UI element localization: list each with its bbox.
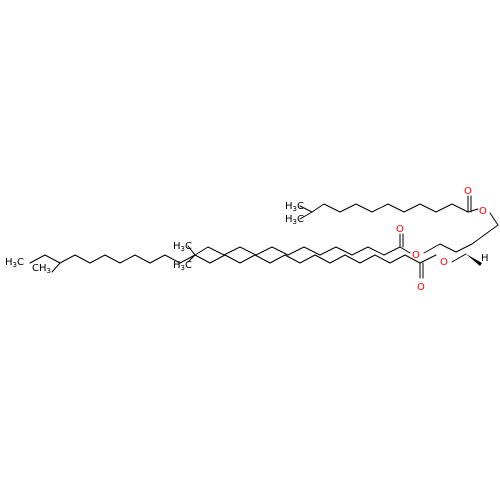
label-o-carbonyl-top: O: [464, 186, 472, 197]
ester-bond-middle: [399, 246, 411, 254]
ester-bond-top: [467, 208, 479, 213]
ethyl-end-bottom: [29, 254, 46, 264]
acyl-chain-top: [299, 195, 499, 226]
ester-bond-bottom: [419, 254, 437, 264]
ester-o-ch2-top: [489, 212, 499, 226]
label-ch3-bottom: CH3: [32, 263, 51, 275]
methyl-branch-bottom: [51, 262, 61, 273]
chain-bonds-bottom: [59, 254, 421, 264]
backbone-o-bond: [451, 253, 467, 263]
acyl-chain-bottom: [29, 254, 437, 279]
label-o-ester-middle: O: [412, 250, 420, 261]
backbone-bond-3: [471, 224, 499, 245]
atom-labels: H3C H3C H3C H3C H3C CH3 O O O O O O H: [5, 186, 489, 293]
label-h3c-middle-lower: H3C: [173, 260, 192, 272]
label-o-ester-top: O: [479, 206, 487, 217]
chain-bonds-middle: [194, 246, 401, 256]
backbone-bond-1: [439, 243, 457, 253]
label-h3c-bottom: H3C: [5, 257, 24, 269]
label-o-carbonyl-middle: O: [396, 224, 404, 235]
label-h3c-middle-upper: H3C: [173, 241, 192, 253]
ethyl-bond-bottom: [44, 254, 61, 264]
acyl-chain-middle: [187, 233, 441, 263]
chain-bonds-top: [311, 203, 469, 213]
label-h-stereo: H: [481, 253, 489, 264]
label-o-carbonyl-bottom: O: [417, 282, 425, 293]
label-h3c-top-upper: H3C: [285, 201, 304, 213]
label-o-ester-bottom: O: [440, 257, 448, 268]
ester-o-ch2-middle: [423, 243, 441, 254]
branch-lower-top: [299, 211, 313, 220]
branch-upper-middle: [187, 245, 196, 256]
stereo-wedge: [466, 254, 482, 266]
glycerol-backbone: [439, 224, 499, 266]
label-h3c-top-lower: H3C: [285, 214, 304, 226]
backbone-bond-2: [455, 243, 473, 253]
branch-upper-top: [299, 205, 313, 213]
